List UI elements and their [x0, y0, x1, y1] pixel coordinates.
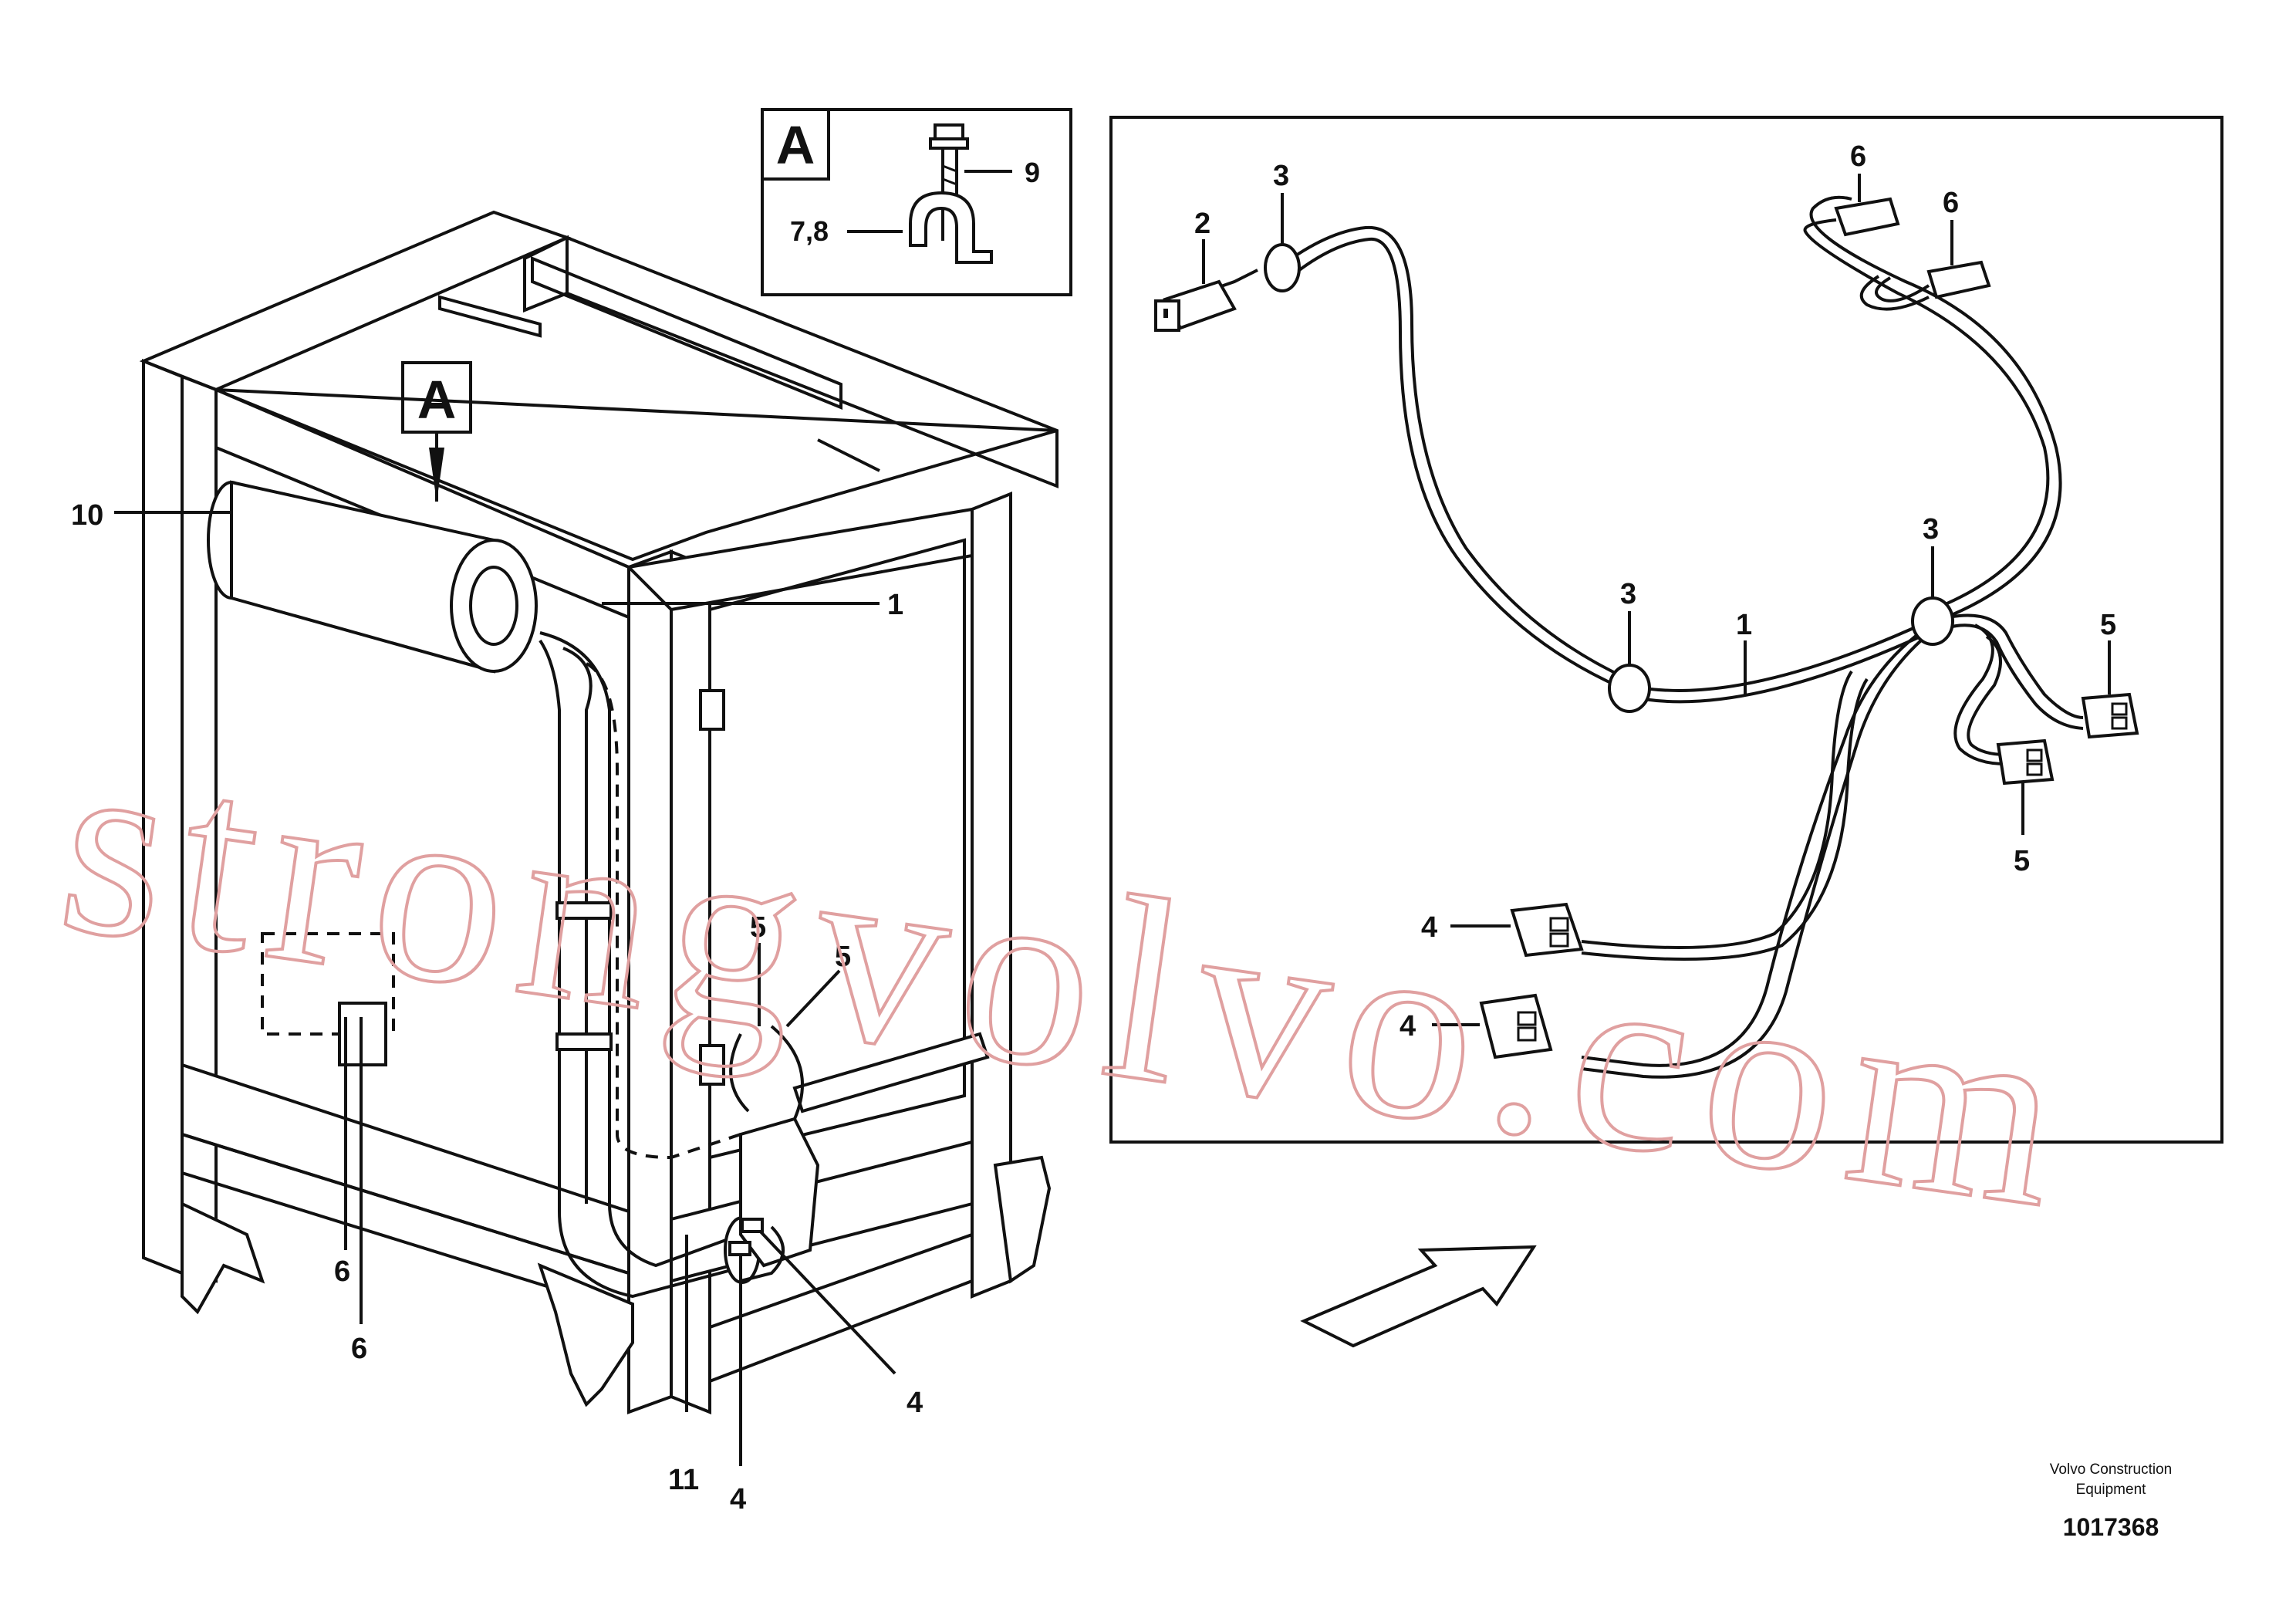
- callout-11: 11: [668, 1464, 699, 1496]
- connector-6b-icon: [1926, 260, 1991, 299]
- h-callout-3c: 3: [1923, 513, 1939, 546]
- callout-10: 10: [71, 499, 103, 532]
- h-callout-5a: 5: [2100, 609, 2116, 641]
- clamp-icon: [909, 191, 993, 264]
- grommet-icon: [1911, 596, 1954, 646]
- connector-4b-icon: [1479, 993, 1553, 1059]
- h-callout-5b: 5: [2014, 845, 2030, 877]
- connector-5b-icon: [1996, 738, 2055, 786]
- callout-6a: 6: [334, 1255, 350, 1288]
- callout-6b: 6: [351, 1333, 367, 1365]
- h-callout-6a: 6: [1850, 140, 1866, 173]
- connector-4a-icon: [1510, 902, 1584, 958]
- callout-4b: 4: [730, 1483, 746, 1516]
- h-callout-1: 1: [1736, 609, 1752, 641]
- air-filter-duct: [207, 480, 820, 1299]
- h-callout-3a: 3: [1273, 160, 1289, 192]
- harness-detail-box: 2 3 3 3 1 6 6 5 5 4 4: [1109, 116, 2223, 1144]
- h-callout-2: 2: [1194, 208, 1210, 240]
- deutsch-connector-icon: [1154, 269, 1258, 332]
- connector-6a-icon: [1834, 197, 1900, 237]
- callout-5a: 5: [750, 911, 766, 944]
- callout-4a: 4: [907, 1387, 923, 1419]
- connector-5a-icon: [2081, 692, 2139, 739]
- grommet-icon: [1608, 664, 1651, 713]
- callout-1: 1: [887, 589, 903, 621]
- clamp-callout: 7,8: [790, 215, 829, 247]
- drawing-number: 1017368: [2063, 1513, 2159, 1541]
- view-direction-arrow-icon: [1300, 1245, 1537, 1348]
- bolt-callout: 9: [1025, 157, 1040, 188]
- company-line1: Volvo Construction: [2050, 1461, 2172, 1478]
- frame-callouts: 10 1 5 5 6 6 11 4 4: [71, 499, 923, 1516]
- grommet-icon: [1264, 243, 1301, 292]
- company-line2: Equipment: [2076, 1482, 2147, 1498]
- h-callout-6b: 6: [1943, 187, 1959, 219]
- h-callout-3b: 3: [1620, 578, 1636, 610]
- cab-frame: [139, 210, 1059, 1414]
- detail-a-box: A 9 7,8: [761, 108, 1072, 296]
- frame-a-label: A: [417, 370, 457, 430]
- h-callout-4: 4: [1421, 911, 1437, 944]
- h-callout-4b: 4: [1400, 1010, 1416, 1042]
- callout-5b: 5: [835, 941, 851, 973]
- footer: Volvo Construction Equipment 1017368: [2050, 1461, 2172, 1541]
- detail-a-label: A: [776, 115, 815, 175]
- frame-a-marker: A: [401, 361, 472, 502]
